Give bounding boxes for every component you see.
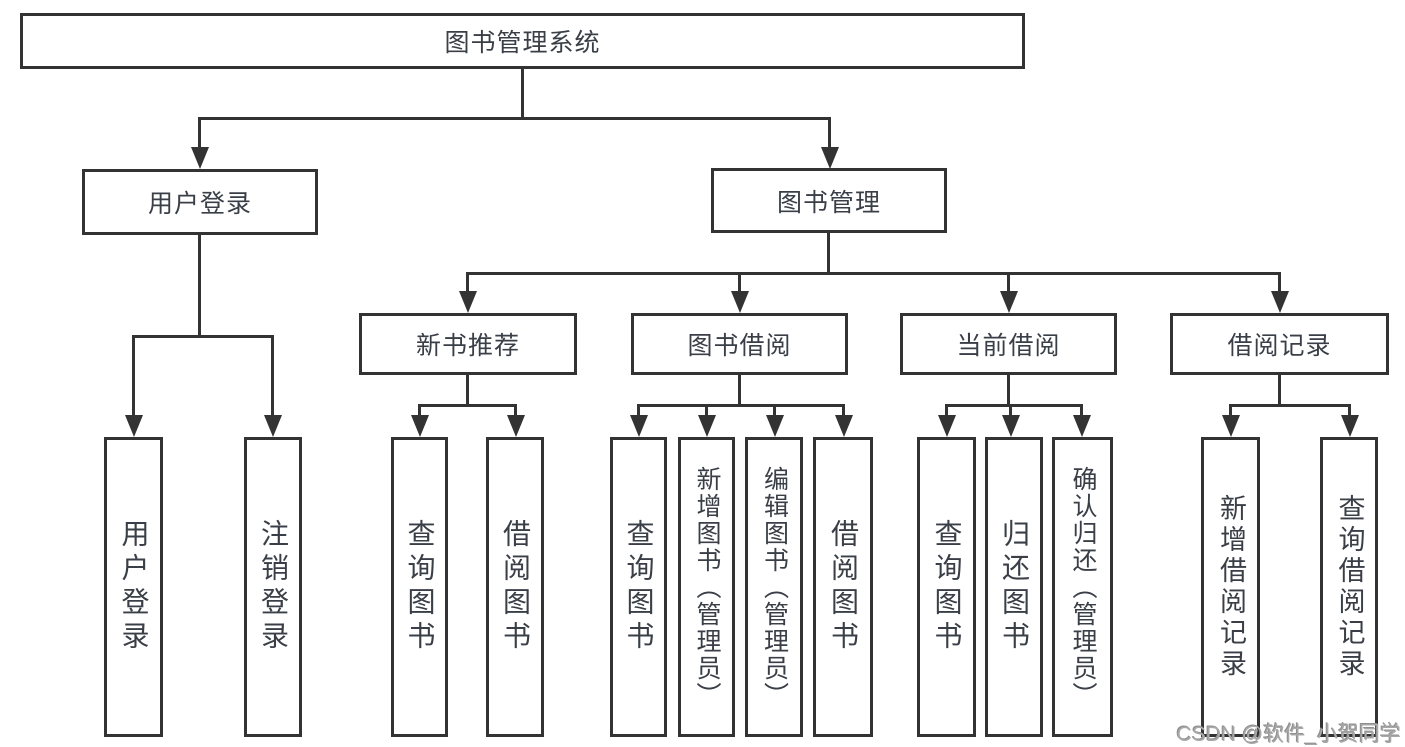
leaf-query-borrow-record: 查询借阅记录 [1320,437,1378,737]
node-borrow-records-label: 借阅记录 [1227,332,1332,360]
node-book-management-label: 图书管理 [776,188,881,217]
leaf-label: 新增图书（管理员） [693,465,721,709]
connector-login-drop-right [271,335,274,417]
arrow-down-icon [697,415,716,437]
node-borrow-records: 借阅记录 [1170,313,1389,375]
connector-records-drop-2 [1348,404,1351,417]
connector-mgmt-stem [827,232,830,275]
node-user-login: 用户登录 [82,169,318,235]
leaf-return-books: 归还图书 [985,437,1043,737]
connector-root-drop-left [198,117,201,151]
leaf-label: 确认归还（管理员） [1069,465,1097,709]
arrow-down-icon [410,415,429,437]
connector-root-rail [198,117,831,120]
connector-borrow-stem [738,374,741,407]
arrow-down-icon [124,415,143,437]
connector-records-drop-1 [1229,404,1232,417]
leaf-add-borrow-record: 新增借阅记录 [1201,437,1260,737]
connector-current-drop-2 [1009,404,1012,417]
arrow-down-icon [264,415,282,437]
node-current-borrow: 当前借阅 [900,313,1117,375]
leaf-borrow-books: 借阅图书 [813,437,873,737]
connector-login-stem [198,234,201,338]
arrow-down-icon [1221,415,1240,437]
connector-root-stem [521,66,524,120]
leaf-label: 编辑图书（管理员） [760,465,789,709]
connector-records-stem [1278,374,1281,407]
connector-recommend-rail [418,404,517,407]
leaf-user-login: 用户登录 [104,437,163,737]
arrow-down-icon [937,415,956,437]
leaf-label: 查询图书 [404,519,436,655]
connector-recommend-drop-1 [418,404,421,417]
leaf-label: 新增借阅记录 [1216,494,1246,680]
arrow-down-icon [1270,291,1289,313]
connector-current-drop-1 [945,404,948,417]
arrow-down-icon [1072,415,1091,437]
connector-current-rail [945,404,1082,407]
arrow-down-icon [459,291,477,313]
leaf-logout: 注销登录 [244,437,302,737]
leaf-query-books-borrow: 查询图书 [610,437,667,737]
connector-borrow-drop-1 [637,404,640,417]
node-current-borrow-label: 当前借阅 [956,332,1061,360]
connector-borrow-drop-4 [842,404,845,417]
node-book-management: 图书管理 [711,168,947,233]
connector-mgmt-drop-4 [1278,272,1281,294]
leaf-label: 借阅图书 [828,519,859,655]
connector-borrow-drop-3 [773,404,776,417]
node-root: 图书管理系统 [20,13,1025,69]
connector-current-stem [1007,374,1010,407]
connector-root-drop-right [828,117,831,151]
arrow-down-icon [506,415,525,437]
arrow-down-icon [1001,415,1020,437]
leaf-query-books-current: 查询图书 [917,437,976,737]
arrow-down-icon [765,415,784,437]
leaf-confirm-return-admin: 确认归还（管理员） [1052,437,1113,737]
connector-login-rail [132,335,274,338]
leaf-label: 查询借阅记录 [1334,494,1365,680]
node-new-book-recommend-label: 新书推荐 [415,332,520,360]
leaf-label: 注销登录 [258,519,289,655]
arrow-down-icon [820,147,839,169]
connector-recommend-drop-2 [514,404,517,417]
leaf-add-books-admin: 新增图书（管理员） [678,437,735,737]
node-book-borrow: 图书借阅 [631,313,848,375]
connector-mgmt-drop-3 [1007,272,1010,294]
connector-mgmt-drop-2 [738,272,741,294]
leaf-label: 查询图书 [931,519,963,655]
arrow-down-icon [1340,415,1359,437]
node-root-label: 图书管理系统 [444,29,601,57]
connector-recommend-stem [466,374,469,407]
leaf-label: 借阅图书 [500,519,531,655]
connector-current-drop-3 [1080,404,1083,417]
leaf-label: 用户登录 [118,519,150,655]
arrow-down-icon [629,415,648,437]
leaf-query-books-recommend: 查询图书 [391,437,448,737]
connector-records-rail [1229,404,1351,407]
connector-mgmt-rail [466,272,1281,275]
connector-borrow-rail [637,404,845,407]
leaf-edit-books-admin: 编辑图书（管理员） [745,437,803,737]
arrow-down-icon [190,147,209,169]
node-book-borrow-label: 图书借阅 [687,332,792,360]
connector-login-drop-left [132,335,135,417]
node-user-login-label: 用户登录 [147,190,252,218]
connector-borrow-drop-2 [705,404,708,417]
arrow-down-icon [999,291,1018,313]
leaf-borrow-books-recommend: 借阅图书 [486,437,544,737]
connector-mgmt-drop-1 [466,272,469,294]
csdn-watermark: CSDN @软件_小贺同学 [1176,723,1401,746]
node-new-book-recommend: 新书推荐 [359,313,577,375]
arrow-down-icon [730,291,749,313]
leaf-label: 归还图书 [999,519,1030,655]
arrow-down-icon [834,415,853,437]
leaf-label: 查询图书 [623,519,655,655]
